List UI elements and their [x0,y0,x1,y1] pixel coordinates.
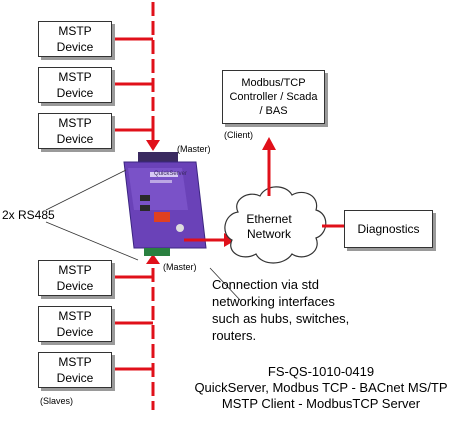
connection-note-line2: networking interfaces [212,294,335,309]
device-label-line2: Device [56,40,94,54]
device-label-line2: Device [56,132,94,146]
mstp-device-top-1: MSTP Device [38,21,112,57]
master-label-bottom: (Master) [163,262,197,272]
mstp-device-top-2: MSTP Device [38,67,112,103]
client-label: (Client) [224,130,254,140]
rs485-callout-top [45,169,127,211]
device-label-line1: MSTP [58,263,92,277]
caption: FS-QS-1010-0419 QuickServer, Modbus TCP … [172,364,470,412]
device-label-line1: MSTP [58,116,92,130]
network-label: Ethernet Network [236,212,302,242]
device-label-line2: Device [56,325,94,339]
modbus-line1: Modbus/TCP [241,77,306,89]
diagnostics-label: Diagnostics [357,222,420,236]
arrowhead-up [146,254,160,264]
device-label-line1: MSTP [58,355,92,369]
arrowhead-down [146,140,160,151]
connection-note-line4: routers. [212,328,257,343]
modbus-line3: / BAS [259,105,288,117]
device-label-line1: MSTP [58,24,92,38]
mstp-device-top-3: MSTP Device [38,113,112,149]
modbus-line2: Controller / Scada [229,91,318,103]
device-label-line2: Device [56,371,94,385]
mstp-device-bottom-1: MSTP Device [38,260,112,296]
connection-note: Connection via std networking interfaces… [212,276,349,344]
master-label-top: (Master) [177,144,211,154]
diagnostics-box: Diagnostics [344,210,433,248]
caption-line2: QuickServer, Modbus TCP - BACnet MS/TP [194,380,448,395]
rs485-label: 2x RS485 [2,208,55,222]
network-line1: Ethernet [246,212,292,226]
device-label-line2: Device [56,279,94,293]
slaves-label: (Slaves) [40,396,74,406]
caption-line1: FS-QS-1010-0419 [267,364,375,379]
mstp-device-bottom-3: MSTP Device [38,352,112,388]
rs485-callout-bottom [45,221,139,261]
device-label-line2: Device [56,86,94,100]
arrowhead-up-modbus [262,137,276,150]
mstp-device-bottom-2: MSTP Device [38,306,112,342]
connection-note-line3: such as hubs, switches, [212,311,350,326]
device-brand-text: QuickServer [154,171,188,177]
device-label-line1: MSTP [58,309,92,323]
network-line2: Network [246,227,291,241]
device-label-line1: MSTP [58,70,92,84]
connection-callout [209,267,241,301]
modbus-tcp-controller-box: Modbus/TCP Controller / Scada / BAS [222,70,325,124]
connection-note-line1: Connection via std [212,277,319,292]
quickserver-device [123,152,207,256]
caption-line3: MSTP Client - ModbusTCP Server [221,396,421,411]
